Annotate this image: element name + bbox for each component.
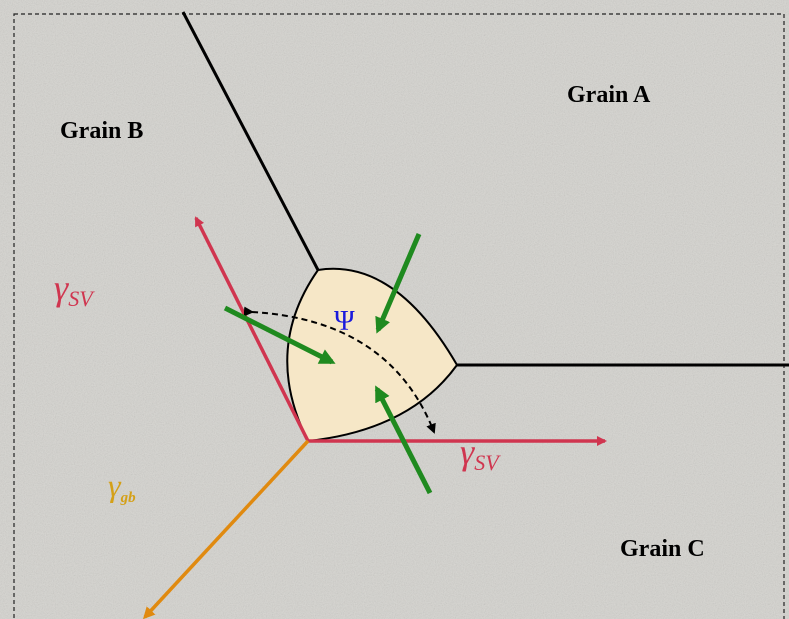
grain-c-label: Grain C (620, 536, 705, 562)
gamma-sv-left-subscript: SV (68, 286, 95, 311)
gamma-gb-arrow (142, 439, 310, 619)
dashed-frame (13, 13, 785, 619)
dihedral-angle-arc (243, 306, 436, 434)
gamma-sv-left-label: γSV (54, 268, 95, 311)
gamma-sv-right-symbol: γ (460, 432, 475, 472)
grain-a-label: Grain A (567, 82, 651, 108)
pressure-arrow-left (223, 305, 336, 365)
pressure-arrow-bottom (374, 385, 433, 495)
gamma-gb-symbol: γ (108, 467, 122, 503)
gamma-sv-left-symbol: γ (54, 268, 69, 308)
psi-label: Ψ (334, 306, 355, 337)
gamma-gb-label: γgb (108, 467, 136, 506)
gamma-sv-right-label: γSV (460, 432, 501, 475)
gamma-gb-subscript: gb (120, 490, 137, 506)
grain-boundary-ab (181, 11, 320, 271)
grain-b-label: Grain B (60, 118, 143, 144)
gamma-sv-right-subscript: SV (474, 450, 501, 475)
pressure-arrow-top (375, 233, 422, 334)
